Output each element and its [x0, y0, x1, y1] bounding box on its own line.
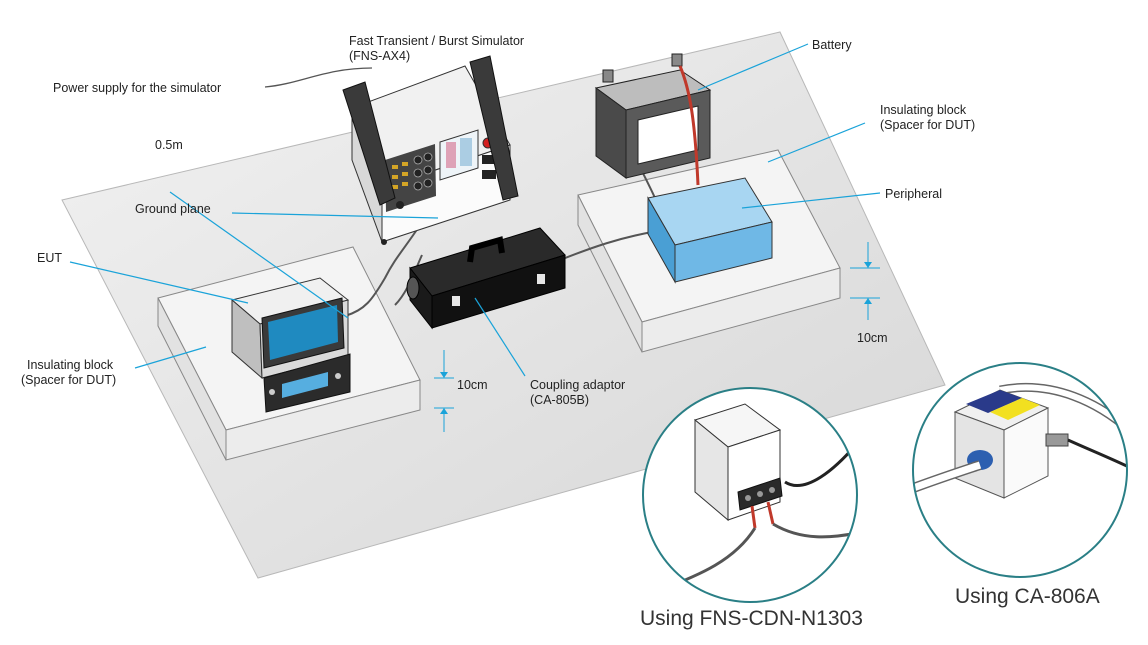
label-insulating-left-line2: (Spacer for DUT) [21, 373, 116, 387]
label-insulating-right-line2: (Spacer for DUT) [880, 118, 975, 132]
label-insulating-right-line1: Insulating block [880, 103, 967, 117]
coupling-adaptor [406, 227, 566, 330]
battery [594, 53, 712, 186]
label-eut: EUT [37, 251, 62, 265]
label-battery: Battery [812, 38, 852, 52]
label-height-right: 10cm [857, 331, 888, 345]
inset-cdn [642, 387, 858, 603]
label-insulating-left-line1: Insulating block [27, 358, 114, 372]
label-ground-plane: Ground plane [135, 202, 211, 216]
caption-ca806a: Using CA-806A [955, 585, 1100, 608]
label-simulator-line2: (FNS-AX4) [349, 49, 410, 63]
label-coupling-line2: (CA-805B) [530, 393, 589, 407]
inset-ca806a [912, 362, 1128, 578]
label-power-supply: Power supply for the simulator [53, 81, 221, 95]
dimension-right [850, 242, 880, 320]
power-supply-cable [264, 67, 373, 88]
label-peripheral: Peripheral [885, 187, 942, 201]
eut-device [230, 277, 351, 413]
peripheral [647, 177, 773, 284]
dimension-left [434, 350, 454, 432]
label-height-left: 10cm [457, 378, 488, 392]
label-simulator-line1: Fast Transient / Burst Simulator [349, 34, 524, 48]
pointer-lines [69, 43, 881, 377]
caption-cdn: Using FNS-CDN-N1303 [640, 607, 863, 630]
label-coupling-line1: Coupling adaptor [530, 378, 625, 392]
label-distance: 0.5m [155, 138, 183, 152]
